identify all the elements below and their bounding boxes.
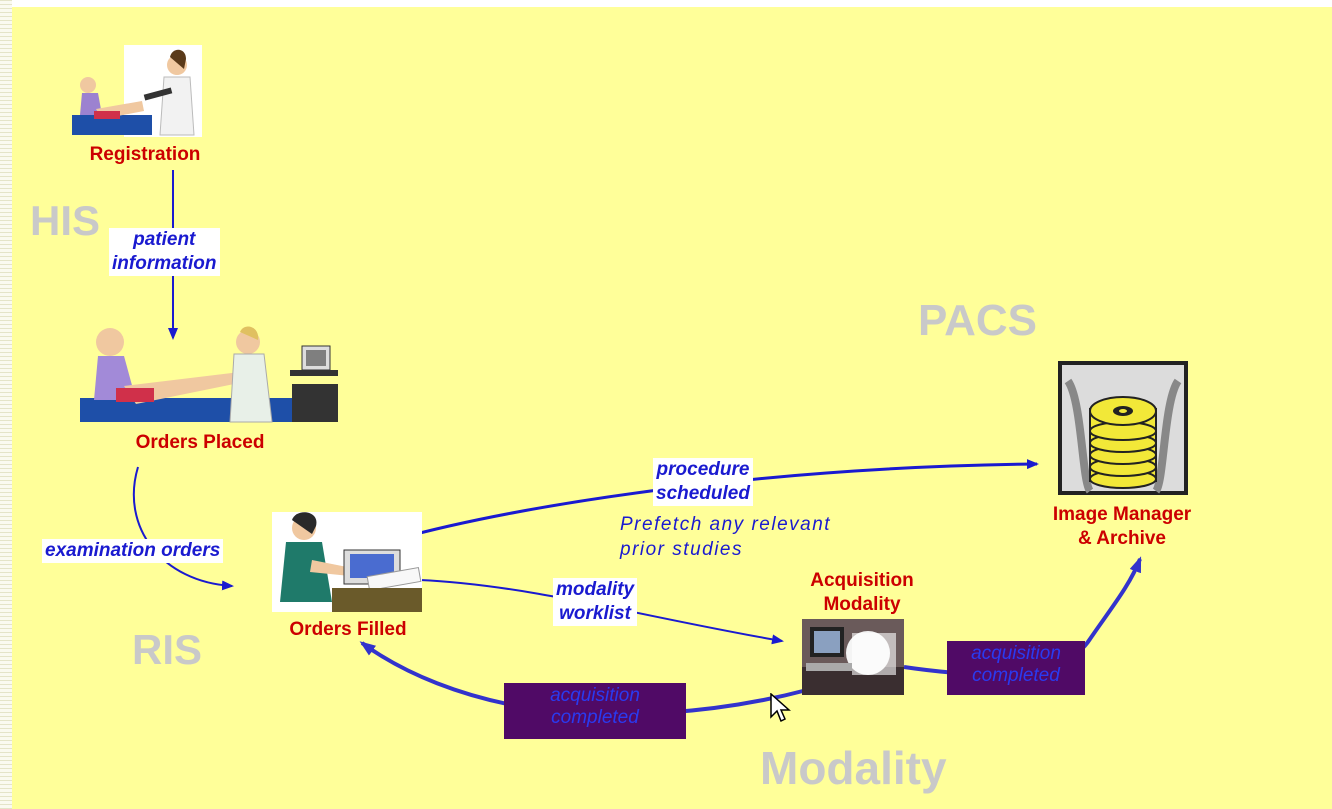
registration-illustration <box>72 45 202 137</box>
acquisition-completed-left-line-2: completed <box>551 707 639 728</box>
examination-orders-label: examination orders <box>42 539 224 563</box>
image-manager-label: Image Manager & Archive <box>1022 503 1222 551</box>
acquisition-modality-label: Acquisition Modality <box>777 569 947 617</box>
acquisition-completed-right-line-2: completed <box>972 665 1060 686</box>
his-label: HIS <box>30 197 101 244</box>
procedure-scheduled-label: procedure scheduled <box>653 458 753 506</box>
modality-worklist-label: modality worklist <box>553 578 638 626</box>
acquisition-completed-left-line-1: acquisition <box>550 685 640 706</box>
mouse-cursor-icon <box>770 693 791 723</box>
orders-filled-illustration <box>272 512 422 612</box>
arrow-orders-placed-to-orders-filled <box>132 466 234 591</box>
acquisition-completed-box-right: acquisition completed <box>947 641 1085 695</box>
image-manager-line-2: & Archive <box>1078 528 1166 549</box>
procedure-scheduled-line-2: scheduled <box>656 483 750 504</box>
acquisition-modality-line-2: Modality <box>823 594 901 615</box>
workflow-diagram: HIS RIS PACS Modality Registration Order… <box>12 7 1332 809</box>
procedure-scheduled-line-1: procedure <box>656 459 750 480</box>
acquisition-completed-right-line-1: acquisition <box>971 643 1061 664</box>
modality-worklist-line-2: worklist <box>559 603 631 624</box>
orders-placed-illustration <box>80 326 338 423</box>
prefetch-note-line-2: prior studies <box>620 539 743 560</box>
acquisition-modality-line-1: Acquisition <box>810 570 914 591</box>
prefetch-note: Prefetch any relevant prior studies <box>620 512 831 562</box>
prefetch-note-line-1: Prefetch any relevant <box>620 514 832 535</box>
orders-filled-label: Orders Filled <box>289 619 407 640</box>
ris-label: RIS <box>132 626 203 673</box>
slide-edge-strip <box>0 0 12 809</box>
acquisition-completed-box-left: acquisition completed <box>504 683 686 739</box>
orders-placed-label: Orders Placed <box>135 432 265 453</box>
modality-worklist-line-1: modality <box>556 579 635 600</box>
registration-label: Registration <box>89 144 201 165</box>
image-manager-line-1: Image Manager <box>1052 504 1192 525</box>
patient-information-label: patient information <box>109 228 220 276</box>
acquisition-modality-illustration <box>802 619 904 695</box>
image-archive-illustration <box>1058 361 1188 495</box>
patient-information-line-1: patient <box>133 229 196 250</box>
disk-stack-icon <box>1089 396 1157 489</box>
modality-label: Modality <box>760 742 947 794</box>
patient-information-line-2: information <box>112 253 217 274</box>
pacs-label: PACS <box>918 296 1037 345</box>
